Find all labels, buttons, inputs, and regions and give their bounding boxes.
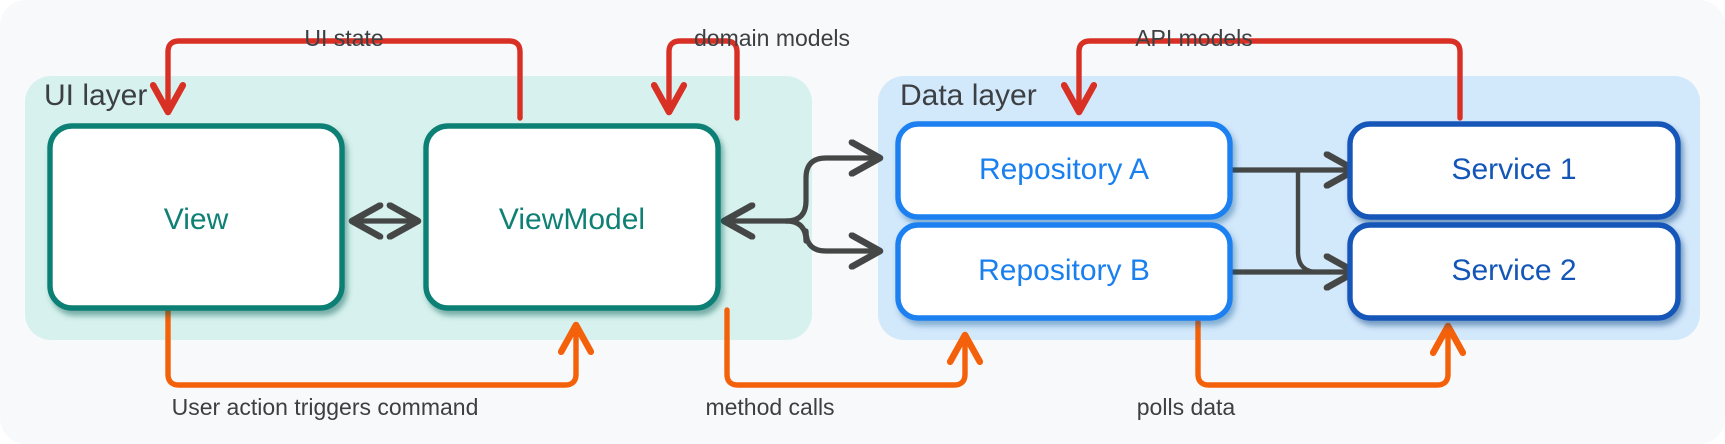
service-1-box[interactable]: [1347, 121, 1681, 220]
data-layer-label: Data layer: [900, 79, 1037, 112]
api-models-connector: [1079, 38, 1463, 121]
repository-a-label: Repository A: [979, 153, 1149, 186]
user-action-connector: [165, 307, 576, 388]
repository-b-label: Repository B: [978, 254, 1150, 287]
service-1-label: Service 1: [1451, 153, 1576, 186]
viewmodel-box[interactable]: [423, 123, 721, 311]
node-repository-b[interactable]: Repository B: [895, 222, 1233, 321]
node-service-1[interactable]: Service 1: [1347, 121, 1681, 220]
node-viewmodel[interactable]: ViewModel: [423, 123, 721, 311]
domain-models-connector: [669, 38, 740, 121]
repository-b-box[interactable]: [895, 222, 1233, 321]
orange-connectors: [165, 307, 1448, 388]
node-repository-a[interactable]: Repository A: [895, 121, 1233, 220]
viewmodel-repoa-branch: [783, 158, 880, 224]
ui-layer-label: UI layer: [44, 79, 147, 112]
node-view[interactable]: View: [47, 123, 345, 311]
viewmodel-label: ViewModel: [499, 203, 645, 236]
layer-titles: UI layer Data layer: [44, 79, 1037, 112]
method-calls-label: method calls: [705, 394, 834, 420]
node-service-2[interactable]: Service 2: [1347, 222, 1681, 321]
view-box[interactable]: [47, 123, 345, 311]
red-edge-labels: UI state domain models API models: [304, 25, 1252, 51]
service-2-box[interactable]: [1347, 222, 1681, 321]
orange-edge-labels: User action triggers command method call…: [172, 394, 1236, 420]
ui-state-label: UI state: [304, 25, 383, 51]
view-label: View: [164, 203, 229, 236]
viewmodel-repob-branch: [783, 218, 880, 251]
domain-models-label: domain models: [694, 25, 850, 51]
repository-a-box[interactable]: [895, 121, 1233, 220]
polls-data-connector: [1195, 319, 1448, 388]
ui-state-connector: [168, 38, 523, 121]
user-action-label: User action triggers command: [172, 394, 479, 420]
red-connectors: [168, 38, 1463, 121]
service-2-label: Service 2: [1451, 254, 1576, 287]
polls-data-label: polls data: [1137, 394, 1236, 420]
api-models-label: API models: [1135, 25, 1253, 51]
method-calls-connector: [724, 307, 965, 388]
service-crosslink-connector: [1295, 167, 1343, 275]
